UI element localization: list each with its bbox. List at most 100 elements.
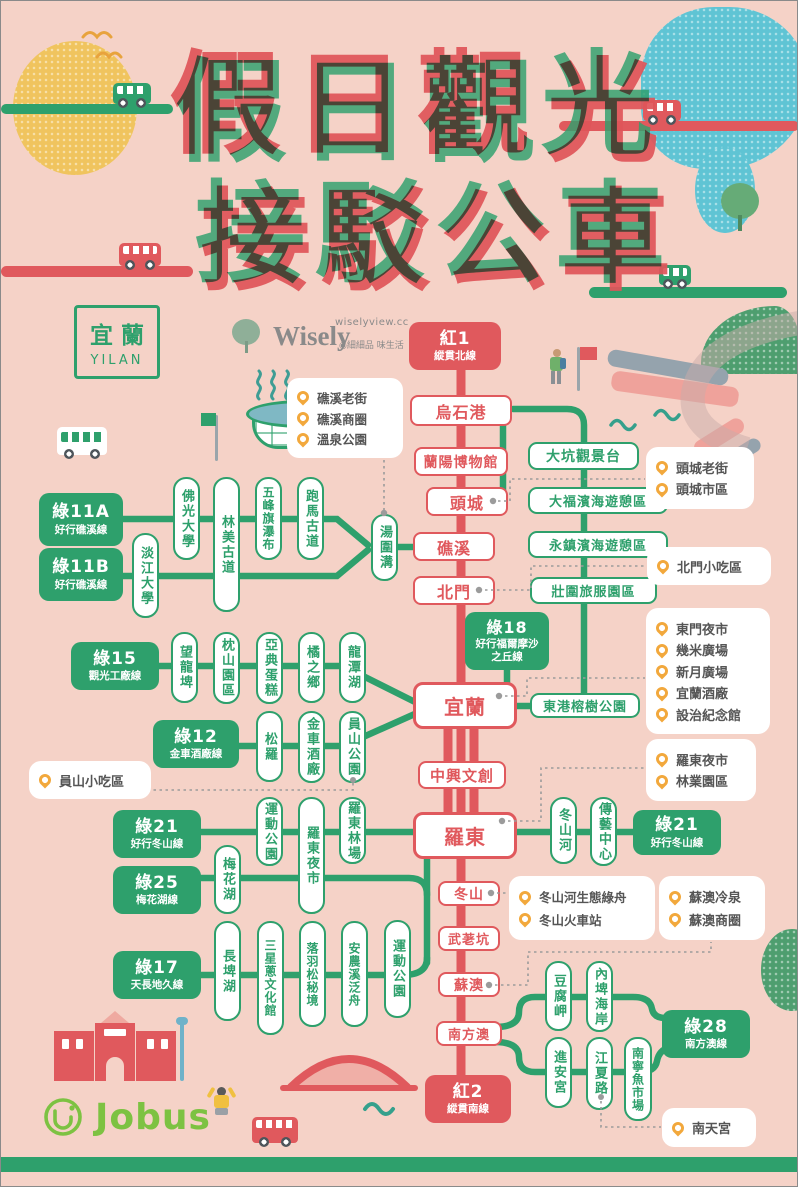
station-luodong-night-market: 羅東夜市 [298,797,325,914]
connector-dot [475,586,483,594]
bridge-arch [287,1055,411,1091]
station-songluo: 松羅 [256,711,283,782]
poi-card-yilan: 東門夜市 幾米廣場 新月廣場 宜蘭酒廠 設治紀念館 [646,608,770,734]
poi-card-luodong: 羅東夜市 林業園區 [646,739,756,801]
poi-card-nantian-temple: 南天宮 [662,1108,756,1147]
poi-card-suao: 蘇澳冷泉 蘇澳商圈 [659,876,765,940]
station-neipi-beach: 內埤海岸 [586,961,613,1032]
bus-icon [113,83,151,108]
region-badge: 宜蘭 YILAN [74,305,160,379]
station-foguang-university: 佛光大學 [173,477,200,560]
poi-card-toucheng: 頭城老街 頭城市區 [646,447,754,509]
bus-icon [252,1117,298,1147]
bird-icon [81,31,113,40]
steam-icon [256,369,262,401]
wave-icon [653,408,681,422]
station-wulaokeng: 武荖坑 [438,926,500,951]
station-sanxing-scallion-hall: 三星蔥文化館 [257,921,284,1035]
region-name-zh: 宜蘭 [90,323,152,349]
station-tangweigou: 湯圍溝 [371,514,398,581]
line-green18-coastal [509,405,588,705]
connector-dot [485,981,493,989]
station-annong-rafting: 安農溪泛舟 [341,921,368,1027]
bus-icon [57,427,107,459]
hiker-flag-pole [577,347,580,391]
station-juzhixiang: 橘之鄉 [298,632,325,703]
dotted-suao-poi [495,942,712,986]
flag-icon [201,413,216,426]
dotted-beimen-poi [485,565,646,591]
dotted-toucheng-poi [498,478,645,502]
wave-icon [609,418,637,432]
line-green25 [193,874,431,899]
poi-card-yuanshan: 員山小吃區 [29,761,151,799]
connector-dot [350,777,356,783]
watermark: Wisely wiselyview.cc ◉細細品 味生活 [273,317,423,352]
title-line-2: 接接 駁駁 公公 車車 [195,170,671,306]
line-green11B [117,546,372,580]
steam-icon [270,369,276,401]
station-sports-park-south: 運動公園 [384,920,411,1018]
station-kavalan-distillery: 金車酒廠 [298,711,325,783]
lamppost-icon [180,1023,184,1081]
station-tamkang-university: 淡江大學 [132,533,159,618]
wave-icon [363,1102,395,1116]
station-longtan-lake: 龍潭湖 [339,632,366,703]
station-zhenshan-park: 枕山園區 [213,632,240,704]
station-donggang-banyan-park: 東港榕樹公園 [530,693,640,718]
station-jinan-temple: 進安宮 [545,1037,572,1108]
dotted-yuanshan-poi [152,783,354,791]
station-meihua-lake: 梅花湖 [214,845,241,914]
station-yongzhen-seaside: 永鎮濱海遊憩區 [528,531,668,558]
station-linmei-trail: 林美古道 [213,477,240,612]
line-green28-north [491,993,669,1031]
jobus-logo-text: Jobus [95,1096,211,1138]
station-chuanyi-center: 傳藝中心 [590,797,617,866]
watermark-brand: Wisely [273,321,351,351]
connector-dot [489,497,497,505]
station-dongshan-river: 冬山河 [550,797,577,864]
connector-dot [380,509,388,517]
station-doufu-cape: 豆腐岬 [545,961,572,1031]
watermark-tagline: ◉細細品 味生活 [339,341,404,351]
station-lanyang-museum: 蘭陽博物館 [414,447,508,476]
station-yuanshan-park: 員山公園 [339,711,366,783]
poi-card-beimen: 北門小吃區 [647,547,771,585]
title-line-1: 假假 日日 觀觀 光光 [169,40,659,178]
station-paoma-trail: 跑馬古道 [297,477,324,560]
station-building [54,1011,176,1081]
poi-card-dongshan: 冬山河生態綠舟 冬山火車站 [509,876,655,940]
bottom-bar [1,1157,797,1172]
lamppost-head [176,1017,188,1025]
bus-icon [659,265,691,289]
connector-dot [495,692,503,700]
station-luodong-forestry: 羅東林場 [339,797,366,864]
station-dakeng-viewpoint: 大坑觀景台 [528,442,639,470]
dotted-luodong-poi [508,767,645,822]
station-bald-cypress: 落羽松秘境 [299,921,326,1027]
road-red-topright [559,121,797,131]
station-yilan: 宜蘭 [413,682,517,729]
station-changpi-lake: 長埤湖 [214,921,241,1021]
station-suao: 蘇澳 [438,972,500,997]
connector-dot [598,1094,604,1100]
watermark-site: wiselyview.cc [335,317,409,328]
mauve-road [680,311,797,461]
road-green-top [1,104,173,114]
road-green-bottomright [589,287,787,298]
station-wanglongpi: 望龍埤 [171,632,198,703]
hiker-icon [546,349,570,389]
